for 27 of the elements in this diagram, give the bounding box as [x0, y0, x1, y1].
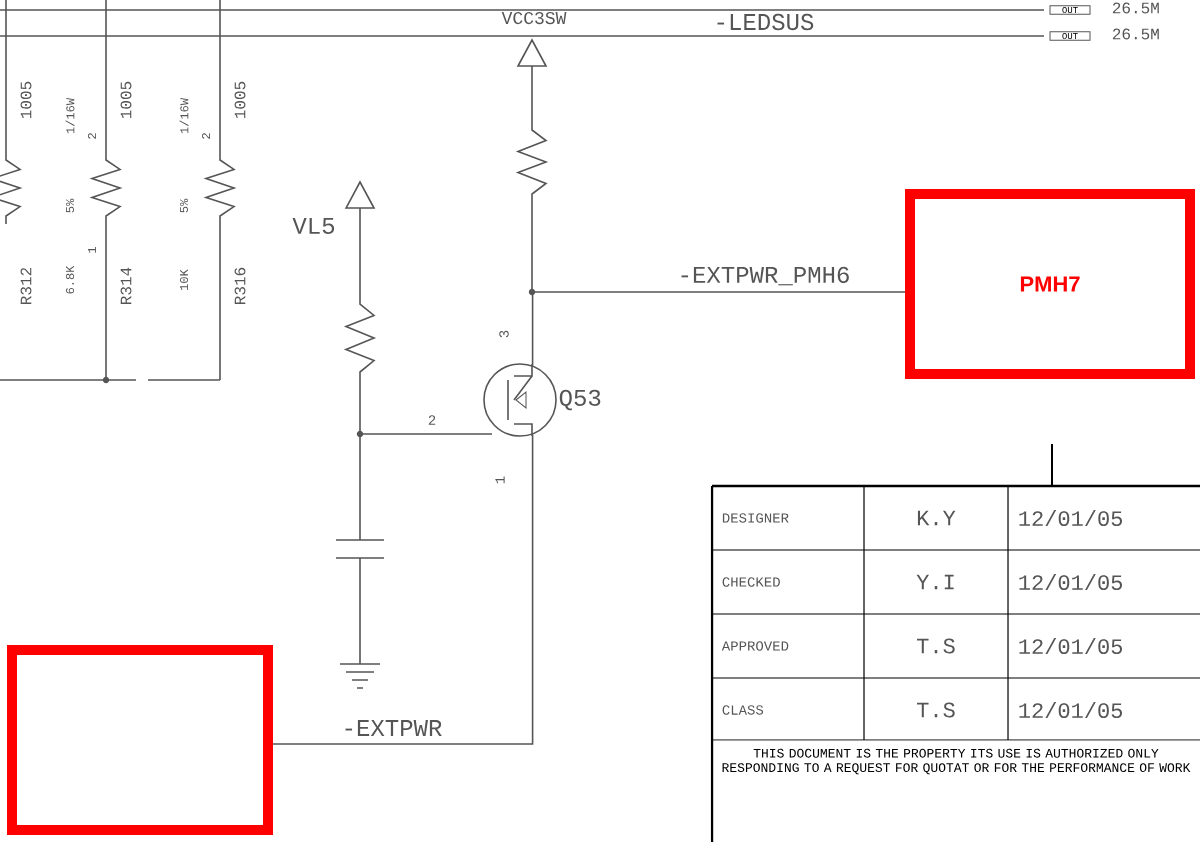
- wire: [531, 291, 906, 367]
- transistor-symbol: [483, 363, 557, 437]
- table-text: 12/01/05: [1019, 701, 1122, 719]
- reference-label: Q53: [559, 389, 601, 411]
- reference-label: R316: [234, 267, 246, 304]
- table-text: T.S: [917, 702, 955, 718]
- component-box: [7, 645, 273, 835]
- table-text: 12/01/05: [1019, 637, 1122, 655]
- table-text: 12/01/05: [1019, 509, 1122, 527]
- edge-label: -EXTPWR: [340, 719, 444, 737]
- footprint-label: 1005: [20, 81, 32, 119]
- net-label: VL5: [292, 218, 335, 234]
- table-text: K.Y: [917, 510, 956, 526]
- component-box: PMH7: [905, 189, 1195, 379]
- reference-label: R312: [20, 267, 32, 304]
- net-label: 26.5M: [1112, 2, 1159, 14]
- net-label: 26.5M: [1112, 28, 1159, 40]
- net-label: -LEDSUS: [717, 13, 814, 31]
- footprint-label: 1005: [234, 81, 246, 119]
- edge-label: -EXTPWR_PMH6: [676, 265, 852, 287]
- table-text: 12/01/05: [1019, 573, 1122, 591]
- table-text: T.S: [917, 638, 955, 654]
- net-label: VCC3SW: [501, 11, 567, 25]
- table-text: Y.I: [916, 574, 954, 590]
- reference-label: R314: [120, 267, 132, 304]
- footprint-label: 1005: [120, 81, 132, 119]
- wire: [272, 433, 534, 745]
